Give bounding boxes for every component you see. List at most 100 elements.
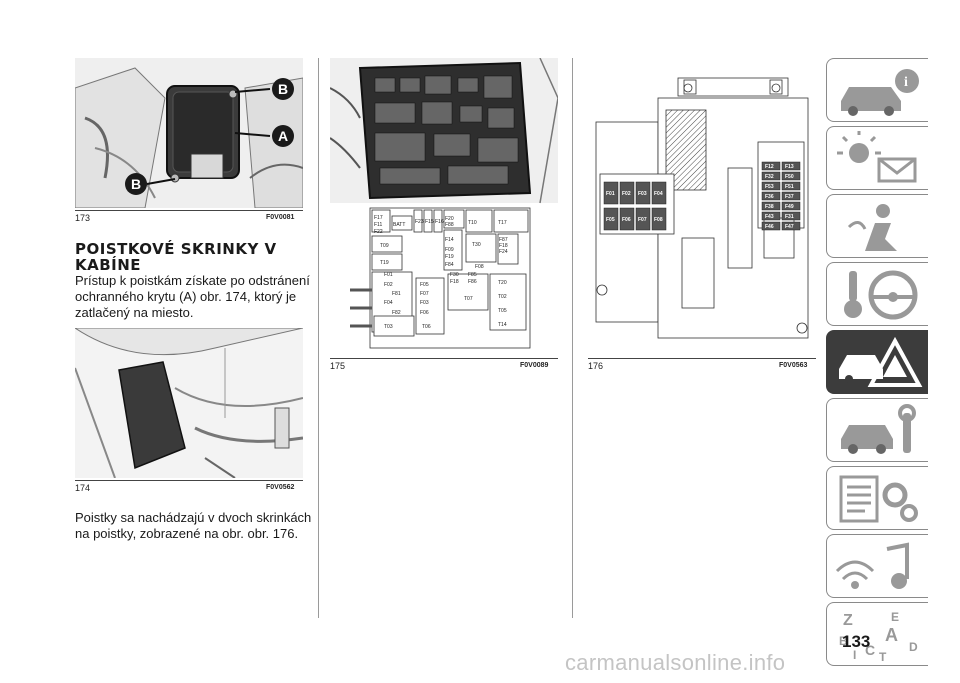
- figure-174-image: [75, 328, 303, 478]
- tab-index[interactable]: Z E B A I C T D: [826, 602, 928, 666]
- svg-text:T05: T05: [498, 308, 507, 314]
- figure-176-code: F0V0563: [779, 362, 808, 369]
- svg-text:F06: F06: [622, 217, 631, 223]
- car-warning-triangle-icon: [839, 336, 923, 387]
- svg-text:F07: F07: [638, 217, 647, 223]
- figure-174-code: F0V0562: [266, 484, 295, 491]
- svg-text:F50: F50: [785, 174, 794, 180]
- svg-text:F15: F15: [425, 219, 434, 225]
- figure-176-rule: [588, 358, 816, 359]
- tab-multimedia[interactable]: [826, 534, 928, 598]
- svg-text:F20: F20: [445, 216, 454, 222]
- tab-dashboard-info[interactable]: i: [826, 58, 928, 122]
- svg-text:F04: F04: [654, 191, 663, 197]
- page-number: 133: [842, 632, 871, 651]
- svg-text:F38: F38: [765, 204, 774, 210]
- svg-text:F86: F86: [468, 279, 477, 285]
- svg-text:F03: F03: [638, 191, 647, 197]
- svg-text:F53: F53: [765, 184, 774, 190]
- svg-text:F09: F09: [445, 247, 454, 253]
- svg-text:F05: F05: [420, 282, 429, 288]
- svg-text:T14: T14: [498, 322, 507, 328]
- svg-text:F16: F16: [435, 219, 444, 225]
- tab-warning-lights[interactable]: [826, 126, 928, 190]
- svg-text:T10: T10: [468, 220, 477, 226]
- svg-text:C: C: [865, 642, 875, 658]
- svg-text:T09: T09: [380, 243, 389, 249]
- svg-text:F47: F47: [785, 224, 794, 230]
- key-steering-wheel-icon: [844, 270, 918, 320]
- svg-text:F12: F12: [765, 164, 774, 170]
- svg-text:T: T: [879, 650, 887, 663]
- svg-text:BATT: BATT: [393, 222, 405, 228]
- figure-173-code: F0V0081: [266, 214, 295, 221]
- svg-text:F06: F06: [420, 310, 429, 316]
- car-wrench-icon: [841, 404, 916, 454]
- svg-text:F08: F08: [475, 264, 484, 270]
- svg-text:D: D: [909, 640, 918, 654]
- figure-176-number: 176: [588, 361, 604, 371]
- tab-technical-data[interactable]: [826, 466, 928, 530]
- svg-text:F36: F36: [765, 194, 774, 200]
- car-info-icon: i: [841, 69, 919, 116]
- svg-text:T02: T02: [498, 294, 507, 300]
- callout-b-top: B: [272, 78, 294, 100]
- tab-emergency[interactable]: [826, 330, 928, 394]
- svg-text:F32: F32: [765, 174, 774, 180]
- svg-text:F18: F18: [499, 243, 508, 249]
- tab-safety[interactable]: [826, 194, 928, 258]
- svg-text:F04: F04: [384, 300, 393, 306]
- figure-175-number: 175: [330, 361, 346, 371]
- svg-text:F07: F07: [420, 291, 429, 297]
- svg-text:F30: F30: [450, 272, 459, 278]
- airbag-person-icon: [847, 204, 897, 251]
- figure-173-number: 173: [75, 213, 91, 223]
- svg-text:A: A: [885, 625, 898, 645]
- watermark: carmanualsonline.info: [565, 650, 786, 675]
- signal-music-icon: [835, 542, 909, 589]
- figure-175-code: F0V0089: [520, 362, 549, 369]
- figure-174-rule: [75, 480, 303, 481]
- svg-text:F23: F23: [415, 219, 424, 225]
- svg-text:F01: F01: [384, 272, 393, 278]
- svg-text:T30: T30: [472, 242, 481, 248]
- svg-text:Z: Z: [843, 612, 853, 629]
- svg-text:F37: F37: [785, 194, 794, 200]
- svg-text:T06: T06: [422, 324, 431, 330]
- svg-text:T03: T03: [384, 324, 393, 330]
- svg-text:F49: F49: [785, 204, 794, 210]
- column-divider-1: [318, 58, 319, 618]
- svg-text:F18: F18: [450, 279, 459, 285]
- callout-a: A: [272, 125, 294, 147]
- tab-maintenance[interactable]: [826, 398, 928, 462]
- lights-message-icon: [837, 131, 917, 183]
- svg-text:B: B: [839, 634, 848, 648]
- column-divider-2: [572, 58, 573, 618]
- svg-text:F81: F81: [392, 291, 401, 297]
- svg-text:F17: F17: [374, 215, 383, 221]
- svg-text:F31: F31: [785, 214, 794, 220]
- svg-text:F46: F46: [765, 224, 774, 230]
- svg-text:F05: F05: [606, 217, 615, 223]
- svg-text:F84: F84: [445, 262, 454, 268]
- svg-text:F43: F43: [765, 214, 774, 220]
- svg-text:F22: F22: [374, 229, 383, 235]
- paragraph-location: Poistky sa nachádzajú v dvoch skrinkách …: [75, 510, 312, 541]
- svg-text:T19: T19: [380, 260, 389, 266]
- figure-174-number: 174: [75, 483, 91, 493]
- svg-text:F13: F13: [785, 164, 794, 170]
- figure-173-rule: [75, 210, 303, 211]
- paragraph-access: Prístup k poistkám získate po odstránení…: [75, 273, 310, 320]
- svg-text:E: E: [891, 610, 899, 624]
- svg-text:I: I: [853, 648, 856, 662]
- figure-173-image: B A B: [75, 58, 303, 208]
- alphabet-icon: Z E B A I C T D: [839, 610, 918, 663]
- figure-175-rule: [330, 358, 558, 359]
- tab-driving[interactable]: [826, 262, 928, 326]
- callout-b-bottom: B: [125, 173, 147, 195]
- svg-text:F24: F24: [499, 249, 508, 255]
- svg-text:F11: F11: [374, 222, 382, 228]
- svg-text:F02: F02: [384, 282, 393, 288]
